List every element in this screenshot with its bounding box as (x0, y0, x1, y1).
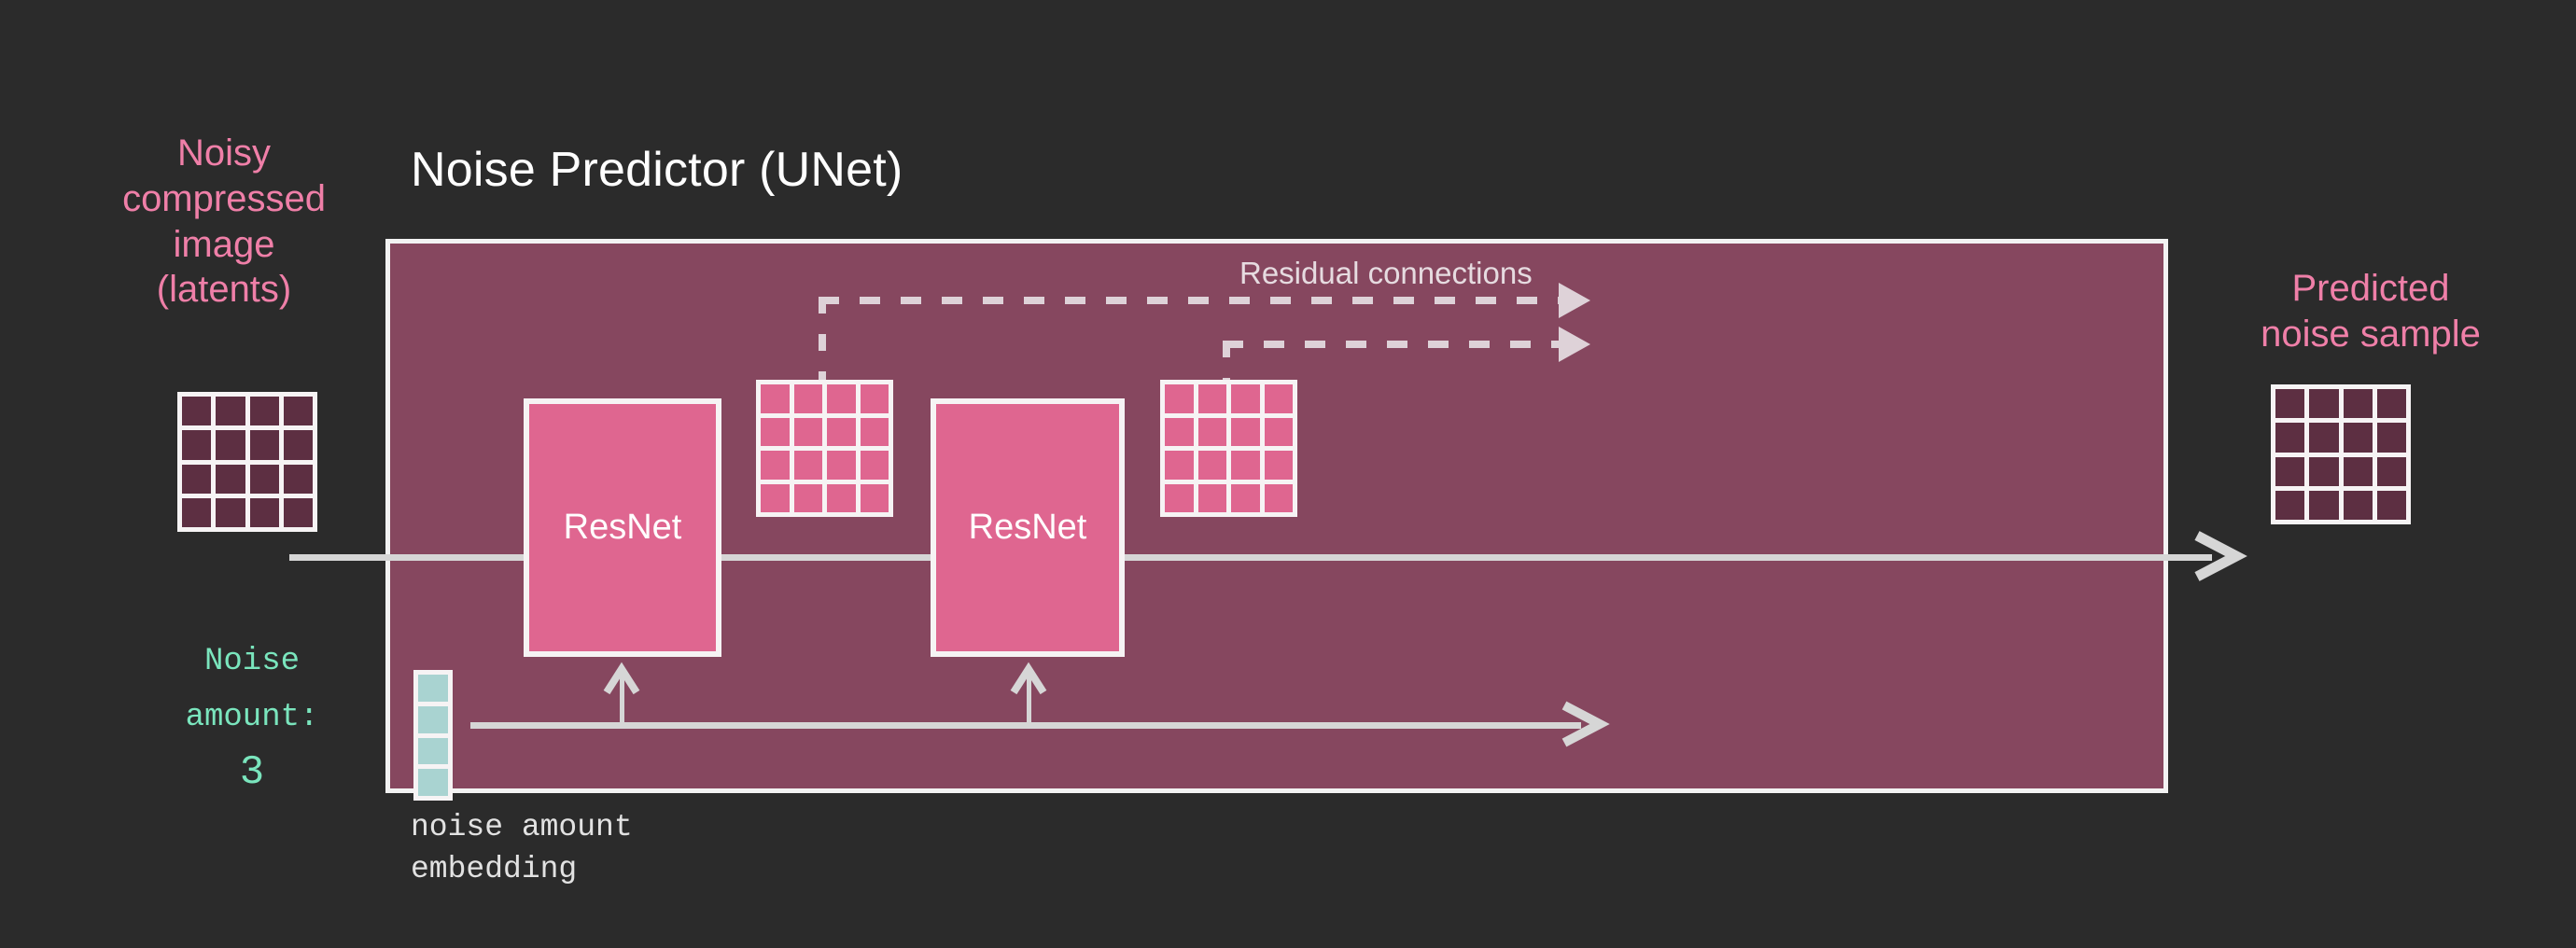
noise-cell (2376, 456, 2406, 486)
noise-cell (2309, 456, 2339, 486)
latent-cell (216, 497, 245, 527)
feature-cell (1165, 483, 1194, 512)
feature-cell (1231, 417, 1260, 446)
feature-cell (761, 417, 790, 446)
feature-cell (1231, 384, 1260, 413)
feature-cell (1165, 384, 1194, 413)
latent-cell (249, 430, 279, 460)
embedding-cell (418, 675, 448, 702)
feature-cell (793, 417, 822, 446)
feature-cell (1165, 417, 1194, 446)
feature-cell (1264, 483, 1293, 512)
residual-connection-1-vertical (819, 297, 826, 401)
latent-cell (283, 397, 313, 426)
feature-cell (1231, 451, 1260, 480)
main-flow-arrowhead (2194, 531, 2247, 581)
resnet-block-2-label: ResNet (968, 508, 1087, 547)
latent-cell (249, 397, 279, 426)
latent-cell (216, 430, 245, 460)
feature-cell (761, 483, 790, 512)
feature-cell (1231, 483, 1260, 512)
residual-connections-label: Residual connections (1239, 256, 1533, 290)
latent-cell (216, 397, 245, 426)
input-caption: Noisy compressed image (latents) (122, 132, 326, 311)
noise-cell (2275, 389, 2305, 419)
latent-cell (182, 497, 212, 527)
feature-cell (860, 384, 889, 413)
noise-cell (2376, 389, 2406, 419)
resnet-block-1-label: ResNet (563, 508, 682, 547)
residual-connection-2-horizontal (1223, 341, 1565, 348)
latent-cell (249, 497, 279, 527)
resnet-block-2[interactable]: ResNet (931, 398, 1125, 657)
noise-cell (2309, 490, 2339, 520)
feature-cell (761, 451, 790, 480)
noise-cell (2376, 490, 2406, 520)
feature-cell (1197, 384, 1226, 413)
feature-cell (860, 417, 889, 446)
output-noise-sample-grid (2271, 384, 2411, 524)
feature-cell (1165, 451, 1194, 480)
latent-cell (249, 464, 279, 494)
feature-cell (1264, 384, 1293, 413)
noise-cell (2309, 389, 2339, 419)
noise-cell (2343, 423, 2373, 453)
latent-cell (283, 430, 313, 460)
latent-cell (182, 464, 212, 494)
feature-cell (1197, 451, 1226, 480)
noise-cell (2309, 423, 2339, 453)
feature-cell (761, 384, 790, 413)
input-latents-grid (177, 392, 317, 532)
feature-cell (793, 483, 822, 512)
noise-cell (2343, 456, 2373, 486)
feature-cell (1197, 483, 1226, 512)
embedding-to-resnet-2-arrowhead (1010, 662, 1047, 695)
page-title: Noise Predictor (UNet) (411, 143, 903, 197)
intermediate-feature-map-1 (756, 380, 893, 517)
resnet-block-1[interactable]: ResNet (524, 398, 721, 657)
latent-cell (283, 497, 313, 527)
feature-cell (827, 417, 856, 446)
feature-cell (860, 451, 889, 480)
residual-connection-1-arrowhead (1559, 283, 1590, 318)
embedding-cell (418, 769, 448, 796)
feature-cell (827, 483, 856, 512)
embedding-to-resnet-2-line (1027, 675, 1031, 726)
latent-cell (216, 464, 245, 494)
embedding-to-resnet-1-arrowhead (603, 662, 640, 695)
noise-cell (2376, 423, 2406, 453)
noise-amount-label: Noise amount: (185, 644, 319, 735)
latent-cell (283, 464, 313, 494)
noise-amount-embedding-strip (413, 670, 453, 801)
embedding-to-resnet-1-line (620, 675, 624, 726)
intermediate-feature-map-2 (1160, 380, 1297, 517)
noise-cell (2275, 456, 2305, 486)
feature-cell (827, 384, 856, 413)
main-flow-line (289, 554, 2212, 561)
residual-connection-2-vertical (1223, 341, 1230, 398)
feature-cell (1264, 417, 1293, 446)
residual-connection-1-horizontal (819, 297, 1565, 304)
noise-cell (2275, 423, 2305, 453)
noise-cell (2343, 389, 2373, 419)
embedding-caption: noise amount embedding (411, 810, 633, 886)
output-caption: Predicted noise sample (2261, 268, 2481, 355)
latent-cell (182, 397, 212, 426)
latent-cell (182, 430, 212, 460)
feature-cell (860, 483, 889, 512)
noise-cell (2275, 490, 2305, 520)
feature-cell (1264, 451, 1293, 480)
embedding-cell (418, 705, 448, 733)
feature-cell (1197, 417, 1226, 446)
noise-cell (2343, 490, 2373, 520)
embedding-flow-line (470, 722, 1581, 729)
feature-cell (827, 451, 856, 480)
residual-connection-2-arrowhead (1559, 327, 1590, 362)
embedding-cell (418, 737, 448, 765)
feature-cell (793, 384, 822, 413)
embedding-flow-arrowhead (1561, 701, 1610, 747)
noise-amount-value: 3 (239, 749, 265, 796)
feature-cell (793, 451, 822, 480)
